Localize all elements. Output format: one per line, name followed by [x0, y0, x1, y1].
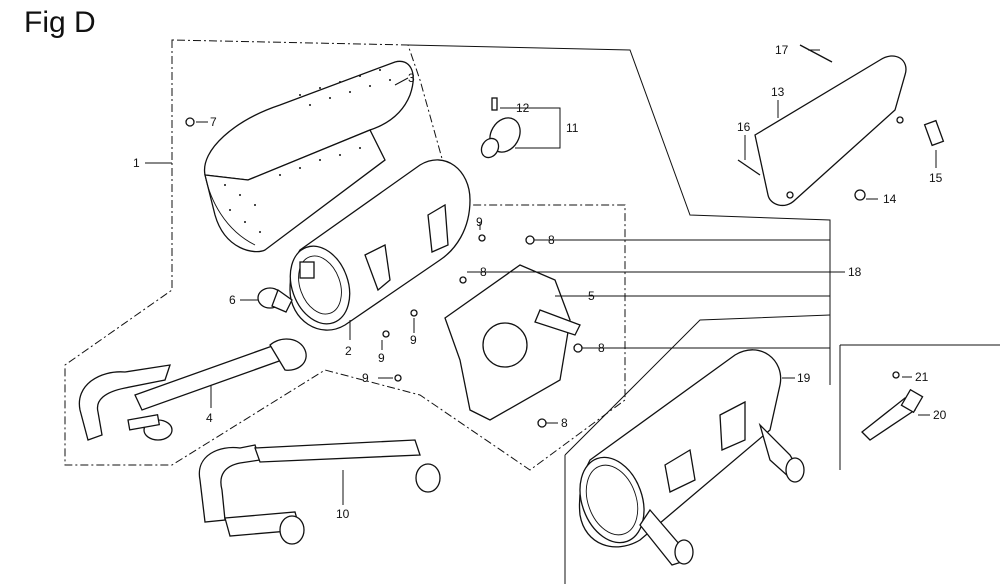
callout-9-c: 9	[410, 333, 417, 347]
callout-17: 17	[775, 43, 789, 57]
callout-8-c: 8	[598, 341, 605, 355]
callout-11: 11	[566, 121, 579, 135]
callout-21: 21	[915, 370, 929, 384]
callout-4: 4	[206, 411, 213, 425]
callout-16: 16	[737, 120, 751, 134]
spark-arrester-part-11	[480, 97, 521, 159]
callout-8-b: 8	[480, 265, 487, 279]
callout-13: 13	[771, 85, 785, 99]
callout-8-a: 8	[548, 233, 555, 247]
callout-2: 2	[345, 344, 352, 358]
heat-shield-part-3	[203, 60, 414, 253]
callout-18: 18	[848, 265, 862, 279]
callout-3: 3	[408, 71, 415, 85]
clamp-part-6	[257, 287, 293, 313]
callout-19: 19	[797, 371, 811, 385]
callout-9-a: 9	[476, 215, 483, 229]
group-1-outline	[64, 39, 626, 471]
callout-7: 7	[210, 115, 217, 129]
callout-8-d: 8	[561, 416, 568, 430]
spark-guard-part-20	[861, 371, 924, 441]
bracket-plate-part-5	[444, 264, 581, 421]
callout-15: 15	[929, 171, 943, 185]
exhaust-pipe-part-10	[198, 439, 441, 545]
muffler-body-part-2	[289, 159, 471, 331]
shield-perforations	[224, 69, 391, 233]
leader-lines	[145, 49, 937, 505]
callout-20: 20	[933, 408, 947, 422]
callout-9-d: 9	[362, 371, 369, 385]
group-19-line	[564, 314, 831, 456]
callout-12: 12	[516, 101, 530, 115]
callout-6: 6	[229, 293, 236, 307]
upper-shield-part-13	[754, 55, 907, 207]
callout-5: 5	[588, 289, 595, 303]
upper-fasteners	[737, 44, 945, 201]
muffler-assembly-part-19	[578, 349, 805, 566]
fasteners	[382, 234, 583, 428]
figure-title: Fig D	[24, 6, 96, 39]
callout-1: 1	[133, 156, 140, 170]
exhaust-pipe-part-4	[78, 338, 307, 441]
callout-10: 10	[336, 507, 350, 521]
assembly-group-lines	[64, 39, 1000, 584]
callout-14: 14	[883, 192, 897, 206]
bolt-part-7	[185, 117, 195, 127]
callout-labels: 1 2 3 4 5 6 7 8 8 8 8 9 9 9 9 10 11 12 1…	[133, 43, 947, 521]
callout-9-b: 9	[378, 351, 385, 365]
